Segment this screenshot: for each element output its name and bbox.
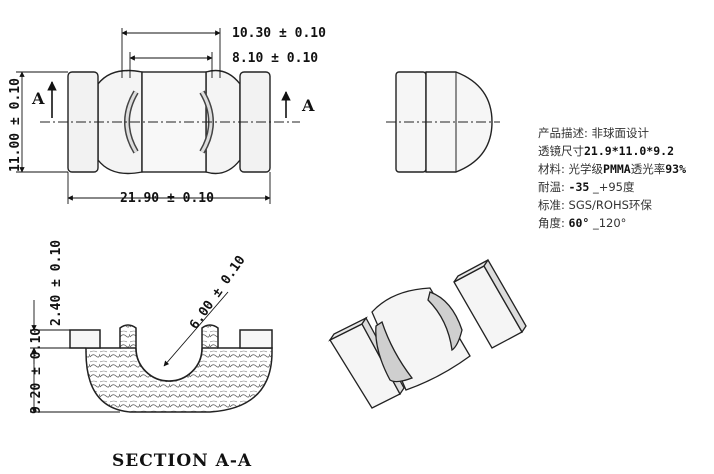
dim-lens-outer-width: 10.30 ± 0.10: [232, 26, 326, 41]
side-view: [386, 71, 500, 173]
spec-lens-size: 透镜尺寸21.9*11.0*9.2: [538, 144, 675, 158]
dim-overall-width: 11.00 ± 0.10: [8, 78, 23, 172]
top-view-dimensions: [16, 28, 291, 204]
section-view: [69, 324, 273, 413]
spec-list: 产品描述: 非球面设计 透镜尺寸21.9*11.0*9.2 材料: 光学级PMM…: [538, 124, 686, 232]
section-marker-left: A: [31, 89, 45, 108]
spec-standard: 标准: SGS/ROHS环保: [538, 198, 652, 212]
section-marker-right: A: [301, 96, 315, 115]
spec-angle: 角度: 60° _120°: [538, 216, 627, 230]
dim-lens-inner-width: 8.10 ± 0.10: [232, 51, 318, 66]
dim-flange-height: 2.40 ± 0.10: [49, 240, 64, 326]
spec-description: 产品描述: 非球面设计: [538, 126, 650, 140]
dim-total-height: 9.20 ± 0.10: [29, 328, 44, 414]
top-view: [40, 69, 300, 175]
spec-temperature: 耐温: -35 _+95度: [538, 180, 635, 194]
section-dimensions: [30, 291, 229, 413]
section-title: SECTION A-A: [112, 451, 252, 471]
dim-cavity-radius: 6.00 ± 0.10: [187, 253, 249, 332]
dim-overall-length: 21.90 ± 0.10: [120, 191, 214, 206]
spec-material: 材料: 光学级PMMA透光率93%: [538, 162, 687, 176]
isometric-view: [328, 258, 527, 409]
